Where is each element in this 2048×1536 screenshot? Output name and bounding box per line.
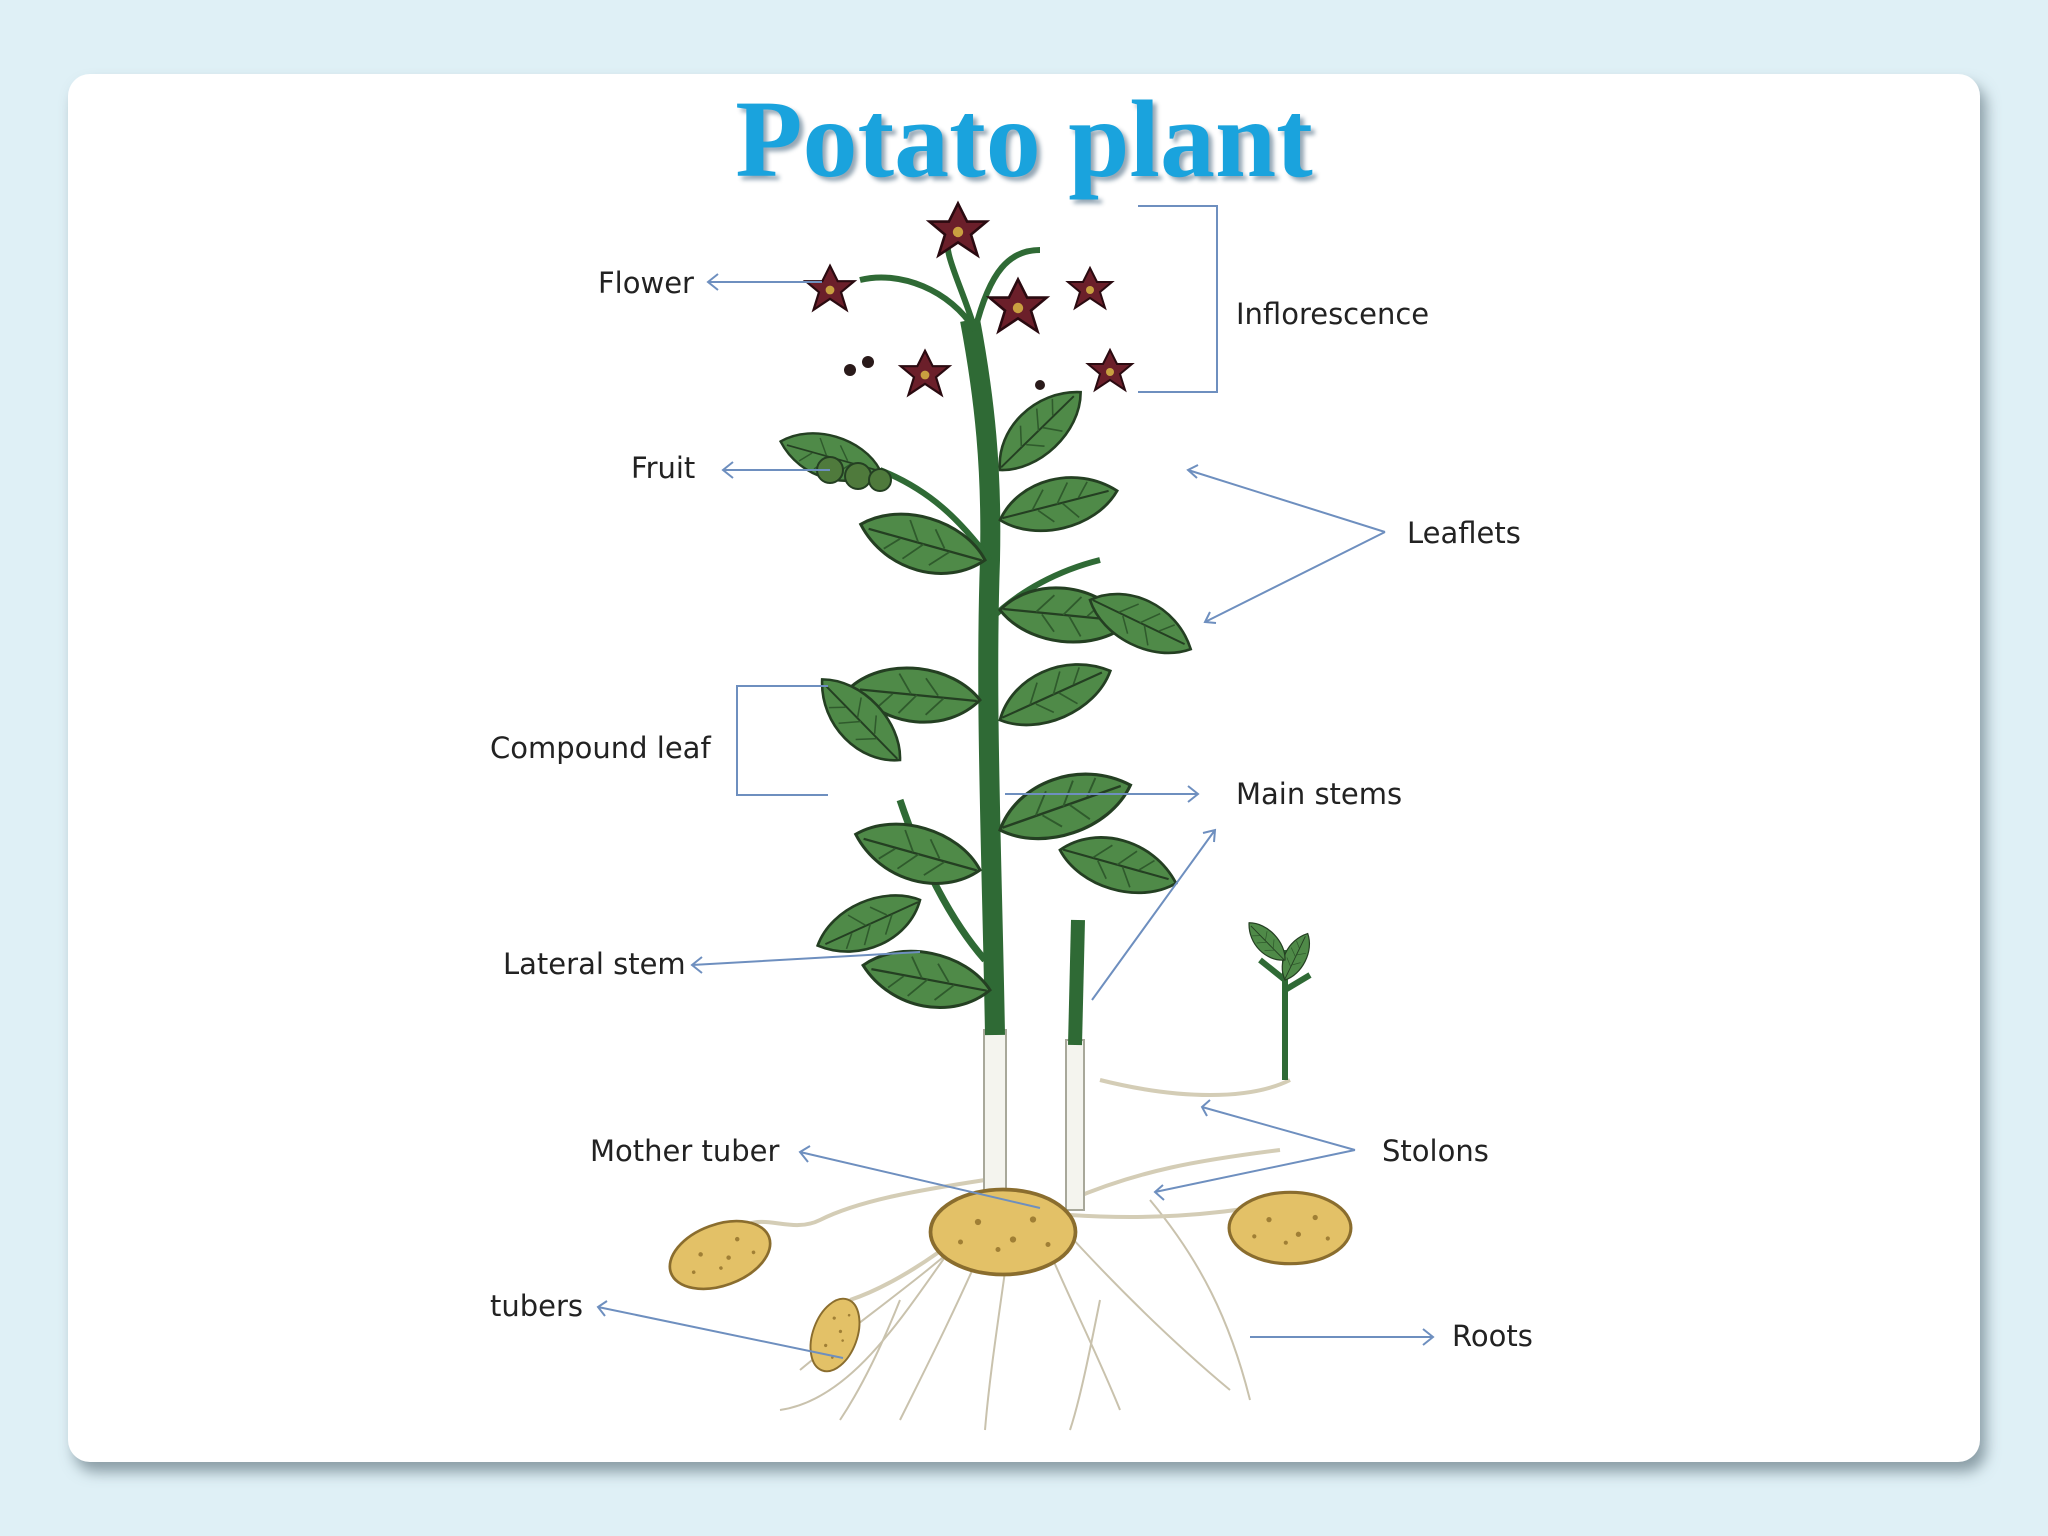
label-fruit: Fruit	[631, 451, 696, 485]
label-flower: Flower	[598, 266, 694, 300]
label-inflorescence: Inflorescence	[1236, 297, 1430, 331]
label-main-stems: Main stems	[1236, 777, 1403, 811]
label-roots: Roots	[1452, 1319, 1533, 1353]
label-mother-tuber: Mother tuber	[590, 1134, 780, 1168]
label-stolons: Stolons	[1382, 1134, 1489, 1168]
label-tubers: tubers	[490, 1289, 584, 1323]
label-leaflets: Leaflets	[1407, 516, 1521, 550]
tubers-drawing	[659, 1187, 1353, 1379]
label-compound-leaf: Compound leaf	[490, 731, 711, 765]
inflorescence-drawing	[804, 202, 1133, 396]
leader-lines	[596, 205, 1435, 1359]
label-lateral-stem: Lateral stem	[503, 947, 686, 981]
slide-title: Potato plant	[735, 78, 1313, 200]
